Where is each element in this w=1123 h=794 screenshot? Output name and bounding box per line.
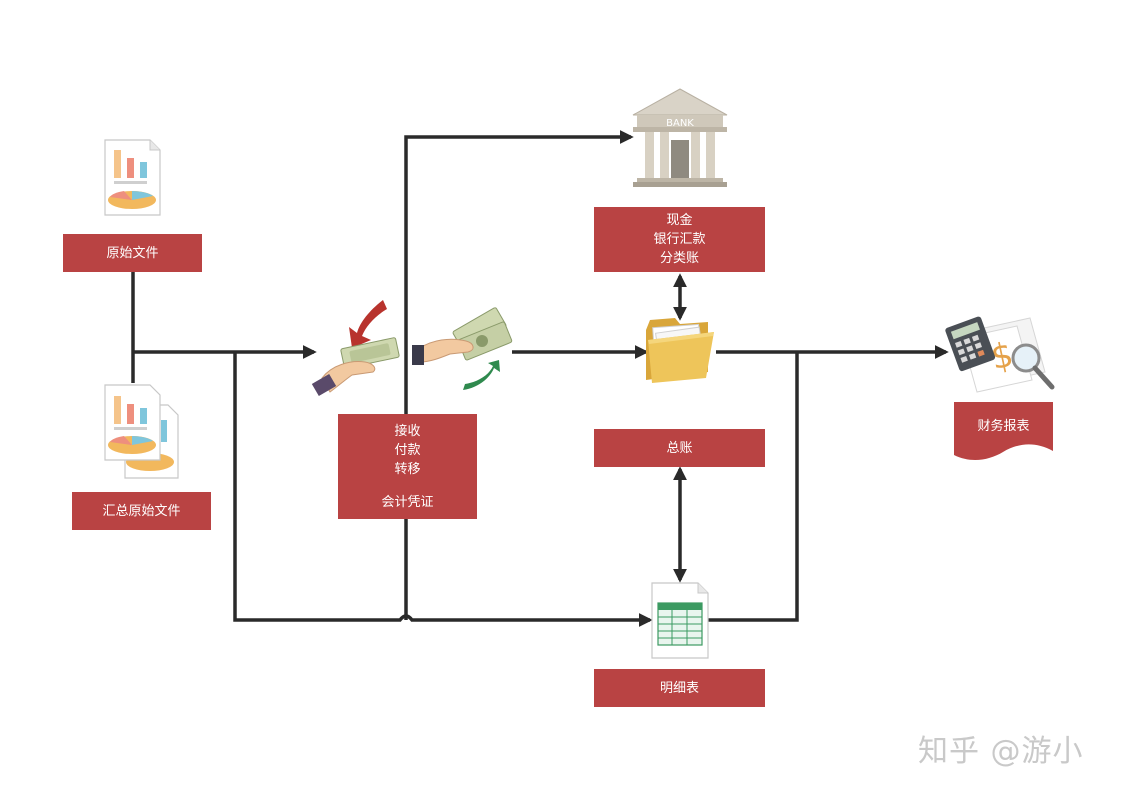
watermark-text: 知乎 @游小 xyxy=(918,734,1084,769)
general-ledger-label: 总账 xyxy=(666,440,693,456)
voucher-box: 接收 付款 转移 会计凭证 xyxy=(338,414,477,519)
detail-ledger-box: 明细表 xyxy=(594,669,765,707)
original-docs-box: 原始文件 xyxy=(63,234,202,272)
financial-report-label: 财务报表 xyxy=(977,418,1030,434)
documents-stack-icon xyxy=(104,384,179,479)
folder-icon xyxy=(646,318,714,383)
calculator-report-icon: $ xyxy=(945,316,1055,393)
connector-detail-to-report xyxy=(706,352,799,622)
summary-docs-label: 汇总原始文件 xyxy=(102,503,181,519)
bank-sign-text: BANK xyxy=(666,118,694,129)
original-docs-label: 原始文件 xyxy=(106,245,159,261)
financial-report-box-shape xyxy=(954,402,1053,461)
document-chart-icon xyxy=(104,139,161,216)
detail-ledger-label: 明细表 xyxy=(659,680,699,696)
general-ledger-box: 总账 xyxy=(594,429,765,467)
make-payment-icon xyxy=(412,307,513,390)
voucher-line-payment: 付款 xyxy=(394,442,421,458)
financial-report-label-wrap: 财务报表 xyxy=(954,402,1053,446)
bank-icon xyxy=(632,88,728,187)
voucher-line-receive: 接收 xyxy=(394,423,421,439)
summary-docs-box: 汇总原始文件 xyxy=(72,492,211,530)
spreadsheet-icon xyxy=(651,582,709,659)
voucher-line-transfer: 转移 xyxy=(394,461,421,477)
voucher-title: 会计凭证 xyxy=(381,494,434,510)
cash-book-line-ledger: 分类账 xyxy=(659,251,699,266)
cash-book-line-cash: 现金 xyxy=(666,213,693,228)
cash-book-box: 现金 银行汇款 分类账 xyxy=(594,207,765,272)
receive-payment-icon xyxy=(311,300,400,397)
cash-book-line-bank: 银行汇款 xyxy=(653,232,706,247)
